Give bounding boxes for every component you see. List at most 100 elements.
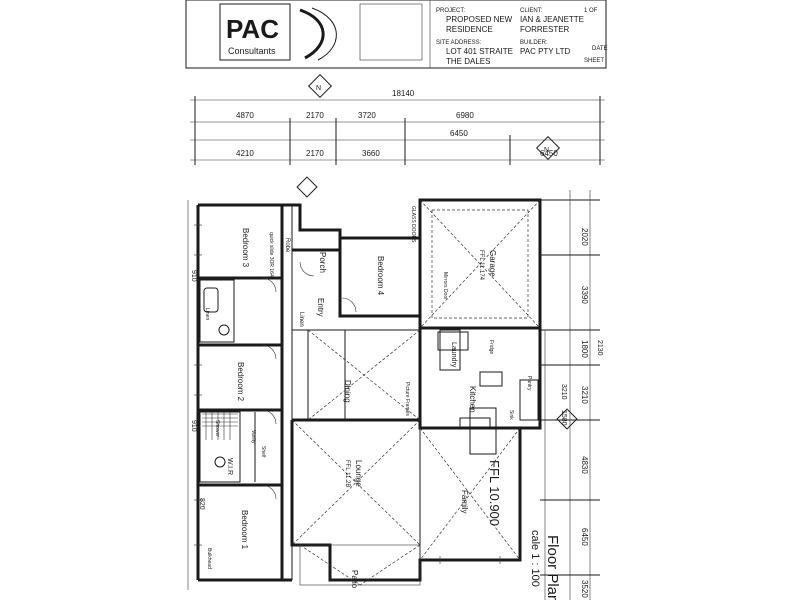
firm-logo: PAC Consultants [219,3,337,61]
door-swing-icon-5 [299,261,315,277]
dim-left-3: 820 [198,498,205,510]
logo-swoosh-icon-2 [311,7,337,61]
dim-left-1: 910 [190,270,197,282]
plan-walls [194,198,542,586]
dim-top-2: 2170 [306,111,324,120]
svg-text:N: N [316,85,321,92]
builder-heading: BUILDER: [520,40,548,46]
dim-overall: 18140 [392,89,415,98]
room-patio: Patio [350,570,359,589]
room-lounge-detail: FFL 11.2B [344,460,350,487]
note-linen: Linen [204,308,210,320]
left-dimensions: 910 910 820 [187,200,205,590]
room-family: Family [460,490,469,514]
room-garage-detail: FFL 11.174 [478,250,484,281]
firm-name: PAC [226,14,279,44]
plan-scale: cale 1 : 100 [529,530,541,587]
dim-left-2: 910 [190,420,197,432]
client-heading: CLIENT: [520,8,543,14]
dim-right-1: 3520 [580,580,589,598]
note-pantry: Pantry [526,376,532,391]
dim-right-4: 3210 [580,386,589,404]
room-bedroom-2: Bedroom 2 [236,362,245,402]
client-line-2: FORRESTER [520,25,570,34]
top-dimensions: 18140 4870 2170 3720 6980 4210 2170 3660… [190,89,605,165]
note-fridge: Fridge [488,340,494,354]
project-info: PROJECT: PROPOSED NEW RESIDENCE SITE ADD… [436,8,608,66]
dim-mid-3: 3660 [362,149,380,158]
site-line-1: LOT 401 STRAITE [446,47,513,56]
note-mirrors-door: Mirrors Door [442,272,448,300]
dim-right-3: 4830 [580,456,589,474]
annotations: quick slide 3OR 1648 Mirrors Door Pictur… [204,206,532,569]
dim-right-b1: 3210 [560,384,567,400]
island-bench [469,407,497,455]
door-swing-icon-3 [261,409,277,425]
client-line-1: IAN & JEANETTE [520,15,584,24]
room-linen: Linen [298,312,304,327]
dim-top-1: 4870 [236,111,254,120]
room-wir: W.I.R [226,458,233,475]
project-line-1: PROPOSED NEW [446,15,513,24]
note-quick-slide: quick slide 3OR 1648 [268,232,274,280]
ffl-label: FFL 10.900 [487,460,502,526]
project-line-2: RESIDENCE [446,25,493,34]
note-picture-frames: Picture Frames [404,382,410,416]
note-glass-doors: GLASS DOORS [410,206,416,243]
dim-right-6: 3390 [580,286,589,304]
section-marker-icon-2 [556,408,578,430]
dim-right-7: 2020 [580,228,589,246]
section-marker-icon [296,176,318,198]
door-swing-icon-6 [341,297,357,313]
plan-title: Floor Plan [544,535,561,600]
svg-text:N: N [544,147,549,154]
dim-top-3: 3720 [358,111,376,120]
dim-mid-2: 2170 [306,149,324,158]
right-dimensions: 2020 3390 1800 3210 4830 6450 3520 2130 … [540,190,603,600]
dim-right-5: 1800 [580,340,589,358]
door-swing-icon-4 [261,484,277,500]
room-bedroom-1: Bedroom 1 [240,510,249,550]
toilet-icon-2 [214,456,226,468]
firm-sub: Consultants [228,46,276,56]
room-dining: Dining [343,380,352,403]
dim-right-2: 6450 [580,528,589,546]
door-swing-icon [261,277,277,293]
dim-mid-4: 6450 [450,129,468,138]
room-bedroom-4: Bedroom 4 [376,256,385,296]
north-arrow-icon: N [307,73,333,99]
note-bulkhead: Bulkhead [206,548,212,569]
room-kitchen: Kitchen [468,386,477,413]
logo-swoosh-icon [299,8,325,60]
room-garage: Garage [488,250,497,277]
project-heading: PROJECT: [436,8,465,14]
dim-mid-1: 4210 [236,149,254,158]
door-swing-icon-2 [261,344,277,360]
date-label: DATE [592,46,608,52]
toilet-icon [218,324,230,336]
dim-mid-5: 6450 [540,149,558,158]
dim-top-4: 6980 [456,111,474,120]
site-heading: SITE ADDRESS: [436,40,482,46]
dim-right-b2: 1580 [560,410,567,426]
sheet-number: 1 OF [584,8,598,14]
note-sink: Sink [508,410,514,420]
sheet-label: SHEET [584,58,604,64]
title-block: PAC Consultants PROJECT: PROPOSED NEW RE… [185,0,608,69]
room-laundry: Laundry [450,342,457,368]
site-line-2: THE DALES [446,57,490,66]
room-bedroom-3: Bedroom 3 [241,228,250,268]
dim-right-b3: 2130 [596,340,603,356]
room-porch: Porch [318,252,327,273]
note-shower: Shower [214,420,220,437]
room-entry: Entry [316,298,325,317]
note-shelf: Shelf [260,446,266,458]
room-labels: Bedroom 3 Bedroom 2 Bedroom 1 Bedroom 4 … [226,228,497,589]
note-vanity: Vanity [250,430,256,444]
builder-line-1: PAC PTY LTD [520,47,570,56]
room-robe: Robe [284,238,290,253]
bath-tub-icon [203,287,219,313]
north-arrow-icon-2: N [535,135,561,161]
